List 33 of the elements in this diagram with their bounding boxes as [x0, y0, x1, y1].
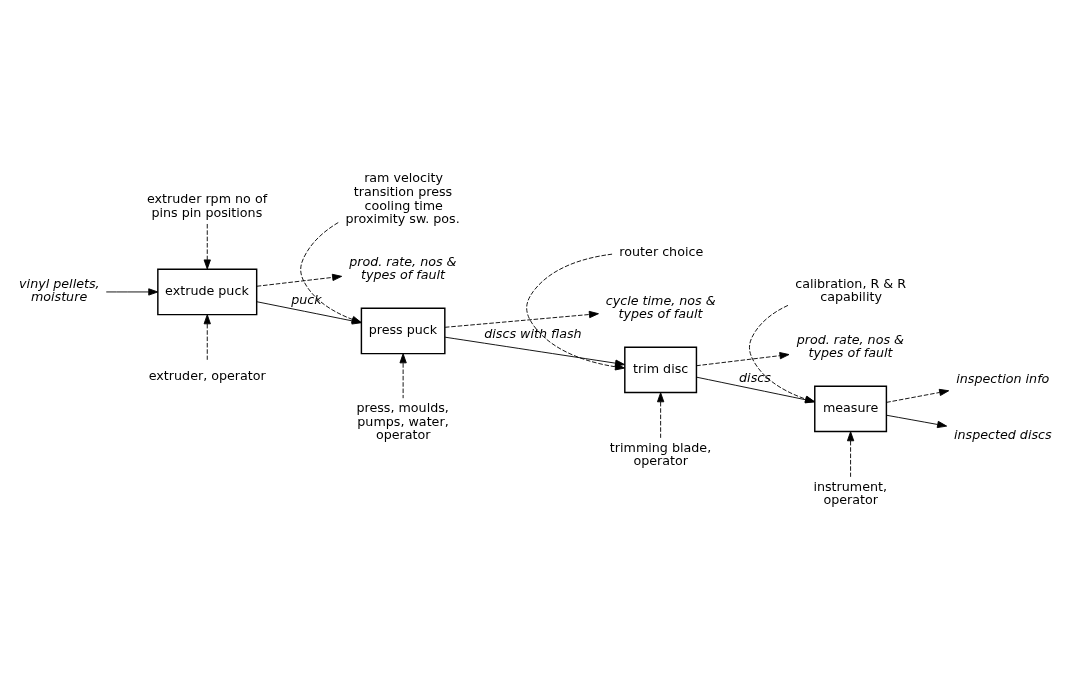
arrow: [444, 336, 625, 367]
arrow: [105, 287, 159, 296]
arrow: [885, 388, 950, 403]
arrow: [444, 310, 599, 328]
arrow: [203, 313, 211, 360]
node-text: instrument, operator: [813, 478, 888, 507]
arrow: [256, 273, 343, 287]
arrow: [399, 352, 407, 399]
arrow: [885, 414, 948, 428]
node-text: prod. rate, nos & types of fault: [796, 331, 904, 359]
node-text: inspected discs: [953, 426, 1052, 442]
node-text: cycle time, nos & types of fault: [605, 292, 716, 321]
node-text: vinyl pellets, moisture: [19, 276, 100, 304]
node-text: extruder, operator: [148, 367, 266, 383]
edge-label: discs with flash: [484, 325, 582, 341]
node-text: extruder rpm no of pins pin positions: [146, 190, 268, 220]
node-box: press puck: [360, 307, 446, 354]
node-box: trim disc: [624, 346, 698, 393]
node-box: extrude puck: [157, 268, 258, 315]
node-text: trimming blade, operator: [609, 439, 712, 468]
arrow: [657, 391, 665, 438]
node-text: router choice: [619, 243, 704, 259]
node-text: inspection info: [956, 370, 1050, 386]
node-text: calibration, R & R capability: [795, 275, 907, 304]
arrow: [696, 351, 790, 366]
edge-label: discs: [739, 369, 771, 385]
arrow: [846, 430, 855, 477]
node-text: prod. rate, nos & types of fault: [349, 253, 457, 282]
node-box: measure: [814, 385, 888, 432]
arrow: [203, 223, 211, 269]
edge-label: puck: [291, 291, 322, 307]
node-text: press, moulds, pumps, water, operator: [356, 399, 449, 442]
node-text: ram velocity transition press cooling time proximity sw. pos.: [345, 169, 460, 226]
